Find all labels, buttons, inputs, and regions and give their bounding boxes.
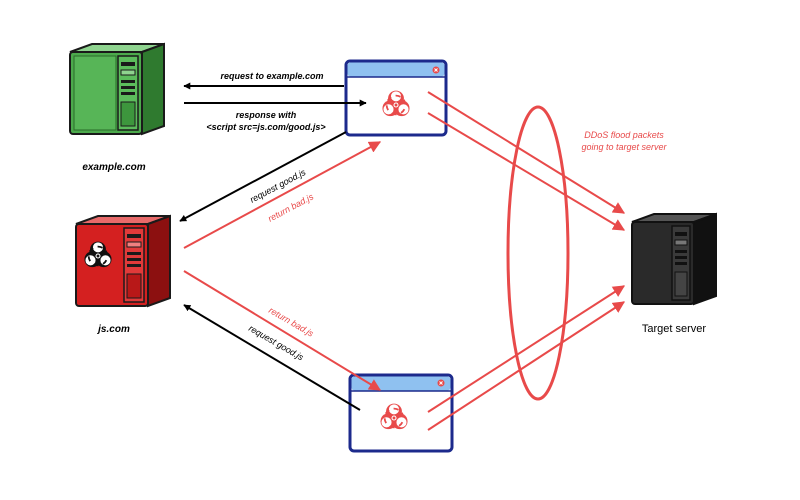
flood-ellipse (506, 105, 570, 401)
example-server-label: example.com (82, 162, 145, 173)
label-response-line1: response with (236, 110, 297, 120)
label-return-bad-bottom: return bad.js (267, 305, 316, 339)
arrow-flood-bottom-1 (427, 285, 626, 413)
label-return-bad-top: return bad.js (266, 191, 315, 224)
arrow-return-bad-top (183, 141, 382, 249)
js-server-label: js.com (96, 324, 130, 335)
example-server (69, 42, 165, 136)
ddos-annotation-line1: DDoS flood packets (584, 130, 664, 140)
arrow-request-good-top (179, 131, 347, 222)
arrow-flood-top-1 (427, 91, 626, 214)
target-server (631, 212, 717, 306)
arrow-return-bad-bottom (183, 270, 382, 391)
label-response-line2: <script src=js.com/good.js> (206, 122, 326, 132)
arrow-flood-bottom-2 (427, 301, 626, 431)
browser-window-bottom (348, 373, 454, 453)
close-icon (432, 66, 440, 74)
close-icon (437, 379, 445, 387)
arrow-request-good-bottom (183, 304, 361, 411)
ddos-annotation-line2: going to target server (581, 142, 667, 152)
js-server (75, 214, 171, 308)
target-server-label: Target server (642, 323, 707, 335)
browser-window-top (344, 59, 448, 137)
label-request-to-example: request to example.com (220, 71, 323, 81)
arrow-flood-top-2 (427, 112, 626, 231)
